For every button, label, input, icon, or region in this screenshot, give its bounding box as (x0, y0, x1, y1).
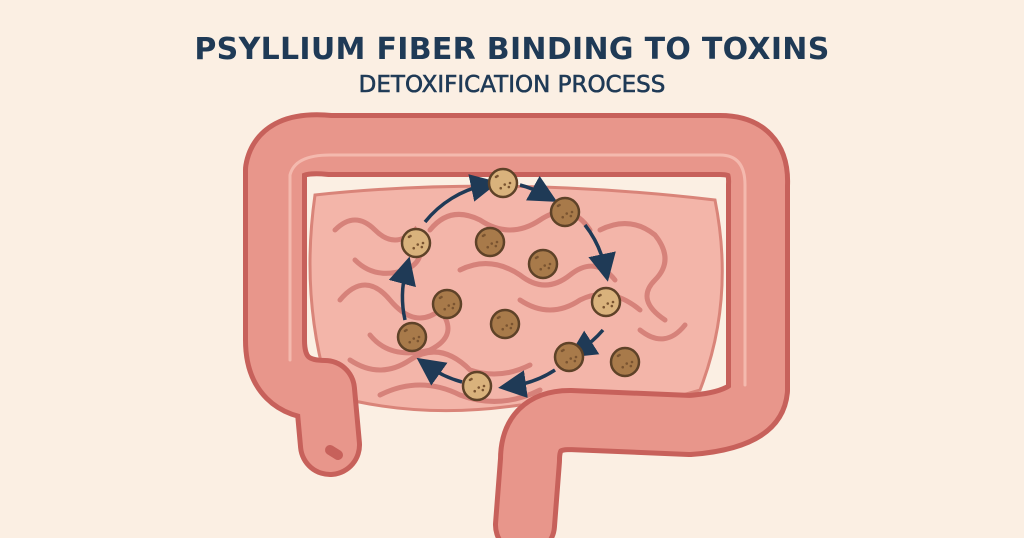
circular-arrow (498, 368, 556, 398)
circular-arrow (416, 357, 463, 386)
fiber-particle (474, 226, 506, 258)
particle-speck (547, 266, 551, 270)
particle-speck (539, 267, 543, 271)
particle-speck (412, 246, 416, 250)
particle-speck (495, 240, 499, 244)
diagram-subtitle: DETOXIFICATION PROCESS (358, 72, 666, 99)
particle-speck (416, 243, 420, 246)
particle-speck (625, 362, 629, 365)
particle-speck (420, 245, 424, 249)
particle-speck (569, 214, 573, 218)
circular-arrow (423, 174, 499, 224)
particle-speck (560, 349, 564, 353)
particle-speck (505, 324, 509, 327)
particle-speck (477, 386, 481, 389)
particle-speck (606, 302, 610, 305)
fiber-particle (590, 286, 622, 318)
particle-speck (507, 185, 511, 189)
particle-speck (574, 355, 578, 359)
particle-speck (416, 339, 420, 343)
particle-speck (490, 242, 494, 245)
particle-speck (481, 388, 485, 392)
particle-speck (407, 235, 411, 239)
diagram-title: PSYLLIUM FIBER BINDING TO TOXINS (194, 32, 830, 67)
particle-speck (486, 245, 490, 249)
particle-speck (447, 304, 451, 307)
particle-speck (630, 360, 634, 364)
particle-speck (629, 364, 633, 368)
fiber-particles (396, 167, 641, 402)
fiber-particle (400, 227, 432, 259)
fiber-particle (487, 167, 519, 199)
particle-speck (509, 326, 513, 330)
particle-speck (451, 306, 455, 310)
particle-speck (421, 241, 425, 245)
particle-speck (443, 307, 447, 311)
particle-speck (565, 212, 569, 215)
particle-speck (452, 302, 456, 306)
large-intestine (243, 112, 791, 538)
fiber-particle (489, 308, 521, 340)
particle-speck (534, 256, 538, 260)
particle-speck (468, 378, 472, 382)
circular-arrow (519, 175, 558, 202)
fiber-particle (461, 370, 493, 402)
particle-speck (403, 329, 407, 333)
fiber-particle (396, 321, 428, 353)
particle-speck (508, 181, 512, 185)
circular-arrow (388, 256, 416, 321)
particle-speck (543, 264, 547, 267)
particle-speck (556, 204, 560, 208)
particle-speck (494, 244, 498, 248)
particle-speck (510, 322, 514, 326)
particle-speck (621, 365, 625, 369)
particle-speck (438, 296, 442, 300)
particle-speck (602, 305, 606, 309)
fiber-particle (431, 288, 463, 320)
fiber-particle (527, 248, 559, 280)
particle-speck (573, 359, 577, 363)
circular-arrow (583, 223, 616, 282)
particle-speck (570, 210, 574, 214)
fiber-particle (553, 341, 585, 373)
particle-speck (496, 316, 500, 320)
particle-speck (597, 294, 601, 298)
particle-speck (548, 262, 552, 266)
particle-speck (481, 234, 485, 238)
particle-speck (482, 384, 486, 388)
fiber-particle (549, 196, 581, 228)
particle-speck (569, 357, 573, 360)
particle-speck (610, 304, 614, 308)
particle-speck (417, 335, 421, 339)
particle-speck (499, 186, 503, 190)
particle-speck (501, 327, 505, 331)
particle-speck (616, 354, 620, 358)
particle-speck (473, 389, 477, 393)
small-intestine (308, 184, 724, 413)
particle-speck (503, 183, 507, 186)
fiber-particle (609, 346, 641, 378)
particle-speck (412, 337, 416, 340)
particle-speck (611, 300, 615, 304)
particle-speck (494, 175, 498, 179)
particle-speck (408, 340, 412, 344)
particle-speck (561, 215, 565, 219)
particle-speck (565, 360, 569, 364)
